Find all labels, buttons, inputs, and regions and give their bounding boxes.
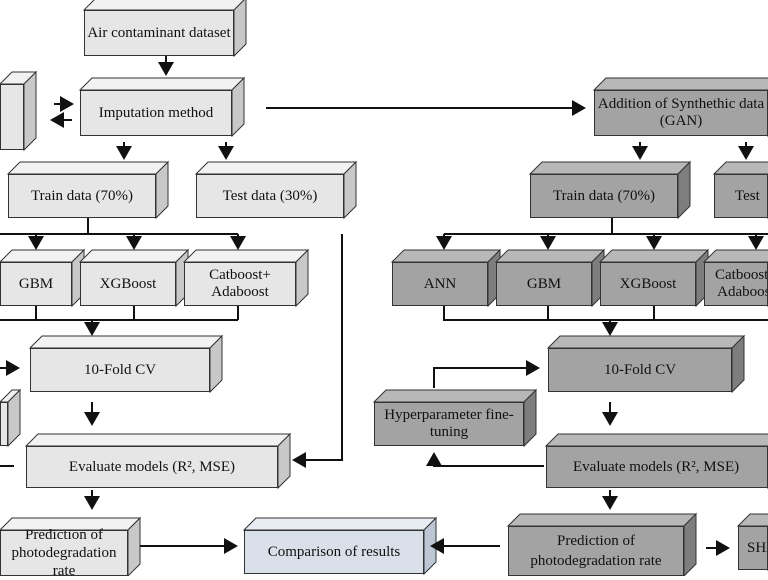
comparison-box: Comparison of results	[244, 530, 424, 574]
test-data-box: Test data (30%)	[196, 174, 344, 218]
cv-box: 10-Fold CV	[30, 348, 210, 392]
box-side-face	[127, 516, 141, 576]
box-top-face	[242, 517, 438, 531]
right-evaluate-box: Evaluate models (R², MSE)	[546, 446, 768, 488]
right-model-xgboost-box: XGBoost	[600, 262, 696, 306]
box-top-face	[592, 77, 768, 91]
model-gbm-box: GBM	[0, 262, 72, 306]
box-top-face	[372, 389, 538, 403]
box-top-face	[78, 77, 246, 91]
box-side-face	[7, 388, 21, 448]
box-top-face	[702, 249, 768, 263]
hyperparameter-box: Hyperparameter fine-tuning	[374, 402, 524, 446]
shap-box: SHAP	[738, 526, 768, 570]
box-side-face	[231, 76, 245, 138]
box-side-face	[155, 160, 169, 220]
box-top-face	[736, 513, 768, 527]
box-top-face	[24, 433, 292, 447]
box-top-face	[506, 513, 698, 527]
box-side-face	[677, 160, 691, 220]
evaluate-box: Evaluate models (R², MSE)	[26, 446, 278, 488]
right-test-data-box: Test	[714, 174, 768, 218]
right-model-gbm-box: GBM	[496, 262, 592, 306]
dataset-box: Air contaminant dataset	[84, 10, 234, 56]
right-cv-box: 10-Fold CV	[548, 348, 732, 392]
right-model-ann-box: ANN	[392, 262, 488, 306]
synthetic-data-box: Addition of Synthethic data (GAN)	[594, 90, 768, 136]
partial-left-box	[0, 84, 24, 150]
imputation-box: Imputation method	[80, 90, 232, 136]
box-top-face	[194, 161, 358, 175]
box-top-face	[78, 249, 190, 263]
box-top-face	[0, 249, 86, 263]
box-side-face	[523, 388, 537, 448]
box-top-face	[82, 0, 245, 11]
partial-left-hyper-box	[0, 402, 8, 446]
box-side-face	[731, 334, 745, 394]
box-top-face	[494, 249, 606, 263]
box-side-face	[277, 432, 291, 490]
train-data-box: Train data (70%)	[8, 174, 156, 218]
box-side-face	[683, 512, 697, 576]
box-top-face	[712, 161, 768, 175]
arrow-evaluate-to-hyper	[426, 452, 544, 467]
right-train-data-box: Train data (70%)	[530, 174, 678, 218]
right-prediction-box: Prediction of photodegradation rate	[508, 526, 684, 576]
box-top-face	[6, 161, 170, 175]
box-side-face	[343, 160, 357, 220]
arrow-test-to-evaluate	[292, 234, 343, 468]
box-top-face	[546, 335, 746, 349]
box-top-face	[390, 249, 502, 263]
box-side-face	[209, 334, 223, 394]
box-top-face	[598, 249, 710, 263]
prediction-box: Prediction of photodegradation rate	[0, 527, 128, 579]
right-model-catboost-adaboost-box: Catboost+ Adaboost	[704, 262, 768, 306]
box-top-face	[544, 433, 768, 447]
box-side-face	[233, 0, 247, 58]
box-top-face	[528, 161, 692, 175]
line-right-models-join	[443, 306, 768, 321]
model-catboost-adaboost-box: Catboost+ Adaboost	[184, 262, 296, 306]
box-top-face	[182, 249, 310, 263]
arrow-hyper-to-cv	[433, 360, 540, 388]
box-side-face	[295, 248, 309, 308]
model-xgboost-box: XGBoost	[80, 262, 176, 306]
box-side-face	[23, 70, 37, 152]
box-top-face	[28, 335, 224, 349]
